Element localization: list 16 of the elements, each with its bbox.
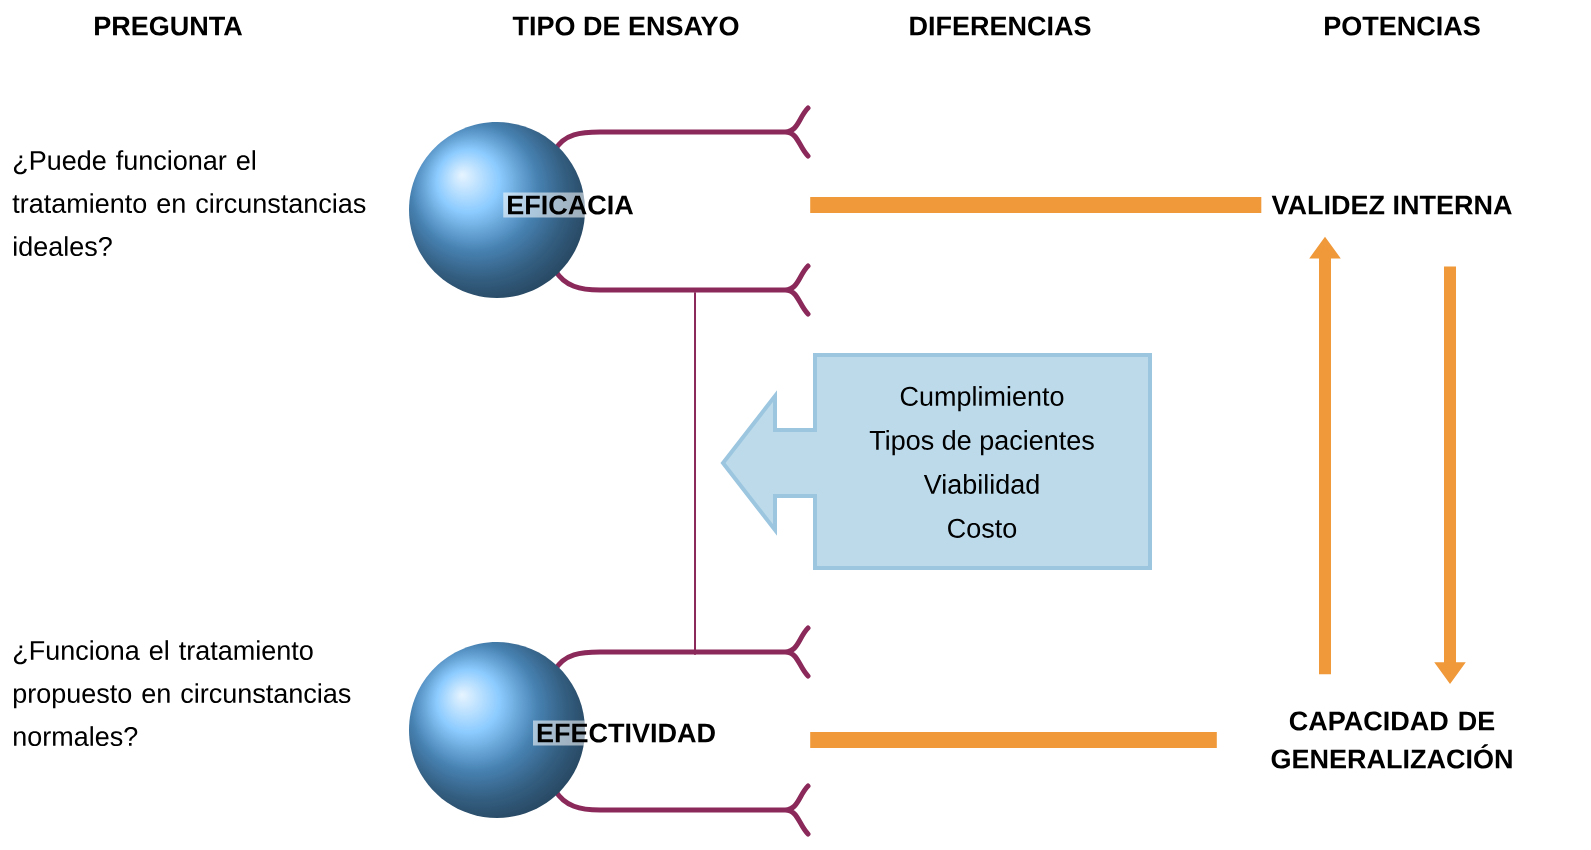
connector-line xyxy=(694,291,696,656)
sphere-node: EFICACIA xyxy=(409,105,811,317)
column-header: PREGUNTA xyxy=(95,16,243,36)
arrow-box: Cumplimiento Tipos de pacientes Viabilidad Costo xyxy=(720,353,1152,570)
column-header: DIFERENCIAS xyxy=(910,16,1091,36)
outcome-label: VALIDEZ INTERNA xyxy=(1271,195,1512,215)
bar-connector xyxy=(810,197,1262,213)
outcome-label: CAPACIDAD DE GENERALIZACIÓN xyxy=(1271,711,1512,769)
bar-connector xyxy=(810,732,1217,748)
column-header: POTENCIAS xyxy=(1325,16,1480,36)
column-header: TIPO DE ENSAYO xyxy=(512,16,739,36)
sphere-node: EFECTIVIDAD xyxy=(409,625,811,837)
question-text: ¿Puede funcionar el tratamiento en circunstancias ideales? xyxy=(12,150,366,257)
question-text: ¿Funciona el tratamiento propuesto en circunstancias normales? xyxy=(13,640,351,747)
node-label: EFECTIVIDAD xyxy=(537,723,715,743)
node-label: EFICACIA xyxy=(508,195,634,215)
